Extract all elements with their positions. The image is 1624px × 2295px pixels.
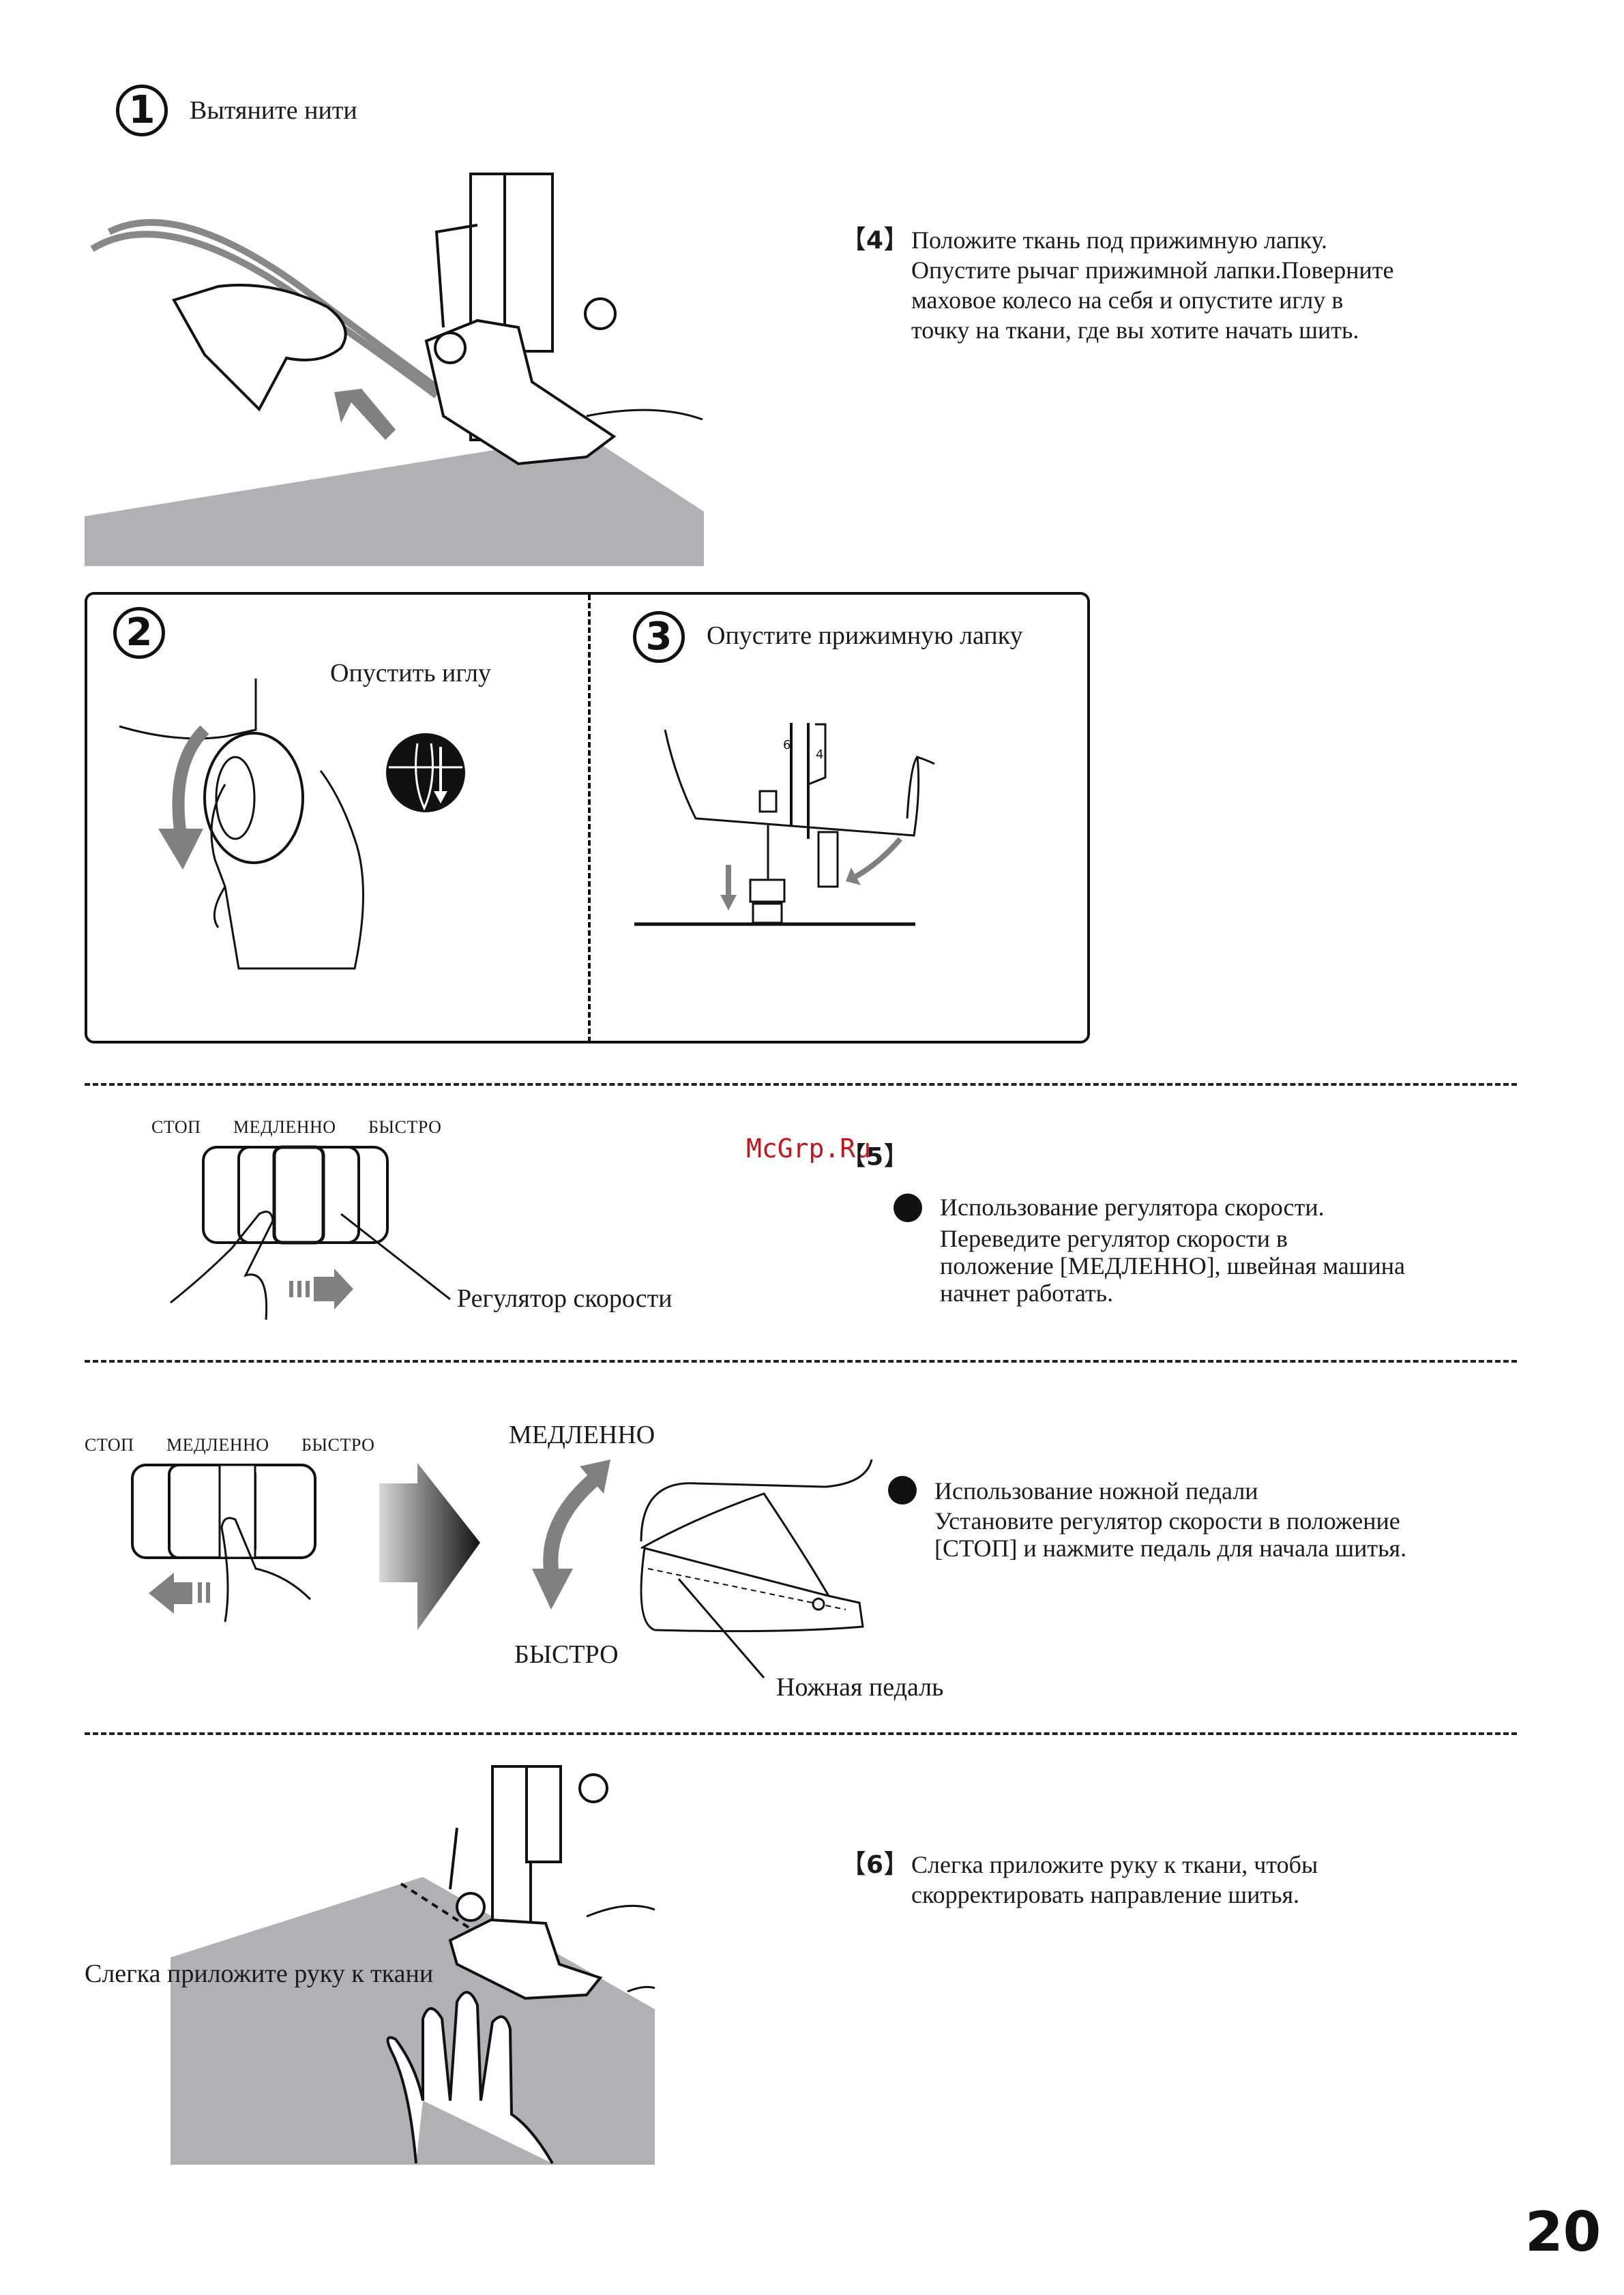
step-5-text: Использование регулятора скорости. Перев… (940, 1192, 1405, 1307)
slider-label-fast: БЫСТРО (368, 1117, 442, 1137)
step-2-3-box (85, 592, 1090, 1043)
pedal-illustration (131, 1459, 873, 1678)
pedal-caption: Ножная педаль (776, 1673, 944, 1702)
step-4-line: точку на ткани, где вы хотите начать шит… (911, 316, 1359, 344)
pedal-fast-label: БЫСТРО (514, 1640, 619, 1669)
pedal-text: Использование ножной педали Установите р… (934, 1476, 1406, 1562)
pedal-line: [СТОП] и нажмите педаль для начала шитья… (934, 1535, 1407, 1562)
slider-label-slow: МЕДЛЕННО (166, 1435, 269, 1455)
step-2-illustration (119, 679, 465, 970)
speed-slider-caption: Регулятор скорости (457, 1284, 673, 1313)
bracket-close: 】 (883, 226, 910, 254)
watermark: McGrp.Ru (746, 1134, 872, 1164)
step-3-illustration: 6 4 (634, 723, 935, 926)
bracket-open: 【 (840, 1142, 867, 1171)
step-6-line: Слегка приложите руку к ткани, чтобы (911, 1851, 1318, 1878)
step-1-illustration (85, 173, 704, 566)
step-5-line: начнет работать. (940, 1279, 1114, 1307)
scale-4: 4 (816, 747, 823, 762)
slider-label-slow: МЕДЛЕННО (233, 1117, 336, 1137)
step-6-text: Слегка приложите руку к ткани, чтобы ско… (911, 1850, 1318, 1910)
bullet-icon (894, 1194, 922, 1222)
speed-slider-illustration (170, 1145, 451, 1320)
step-4-marker: 【4】 (840, 225, 909, 256)
step-4-line: Опустите рычаг прижимной лапки.Поверните (911, 256, 1394, 284)
bullet-icon (888, 1476, 917, 1505)
step-5-heading: Использование регулятора скорости. (940, 1194, 1325, 1221)
step-6-marker: 【6】 (840, 1850, 909, 1880)
step-1-number: 1 (116, 85, 168, 136)
step-1-label: Вытяните нити (190, 96, 357, 125)
step-2-label: Опустить иглу (330, 659, 491, 687)
step-5-line: Переведите регулятор скорости в (940, 1225, 1288, 1252)
scale-6: 6 (783, 738, 791, 752)
step-3-number: 3 (633, 611, 685, 663)
step-6-illustration (171, 1765, 655, 2165)
step-6-line: скорректировать направление шитья. (911, 1881, 1300, 1908)
box-divider (588, 595, 591, 1042)
slider-label-stop: СТОП (151, 1117, 201, 1137)
slider-label-stop: СТОП (85, 1435, 134, 1455)
step-2-number: 2 (113, 607, 165, 659)
step-4-text: Положите ткань под прижимную лапку. Опус… (911, 225, 1393, 345)
step-4-number: 4 (866, 226, 884, 254)
separator (85, 1360, 1517, 1363)
bracket-open: 【 (840, 1850, 867, 1879)
page-number: 20 (1525, 2200, 1601, 2264)
step-3-label: Опустите прижимную лапку (707, 621, 1023, 650)
pedal-line: Установите регулятор скорости в положени… (934, 1507, 1400, 1535)
step-6-number: 6 (866, 1851, 884, 1879)
step-6-caption: Слегка приложите руку к ткани (85, 1959, 434, 1988)
separator (85, 1083, 1517, 1086)
step-4-line: маховое колесо на себя и опустите иглу в (911, 286, 1344, 314)
bracket-close: 】 (883, 1850, 910, 1879)
slider-label-fast: БЫСТРО (301, 1435, 375, 1455)
pedal-slow-label: МЕДЛЕННО (509, 1421, 655, 1449)
pedal-heading: Использование ножной педали (934, 1477, 1258, 1505)
step-4-line: Положите ткань под прижимную лапку. (911, 226, 1328, 254)
step-5-line: положение [МЕДЛЕННО], швейная машина (940, 1252, 1405, 1279)
separator (85, 1732, 1517, 1735)
step-5-number: 5 (866, 1143, 884, 1171)
bracket-close: 】 (883, 1142, 910, 1171)
bracket-open: 【 (840, 226, 867, 254)
step-5-marker: 【5】 (840, 1142, 909, 1172)
